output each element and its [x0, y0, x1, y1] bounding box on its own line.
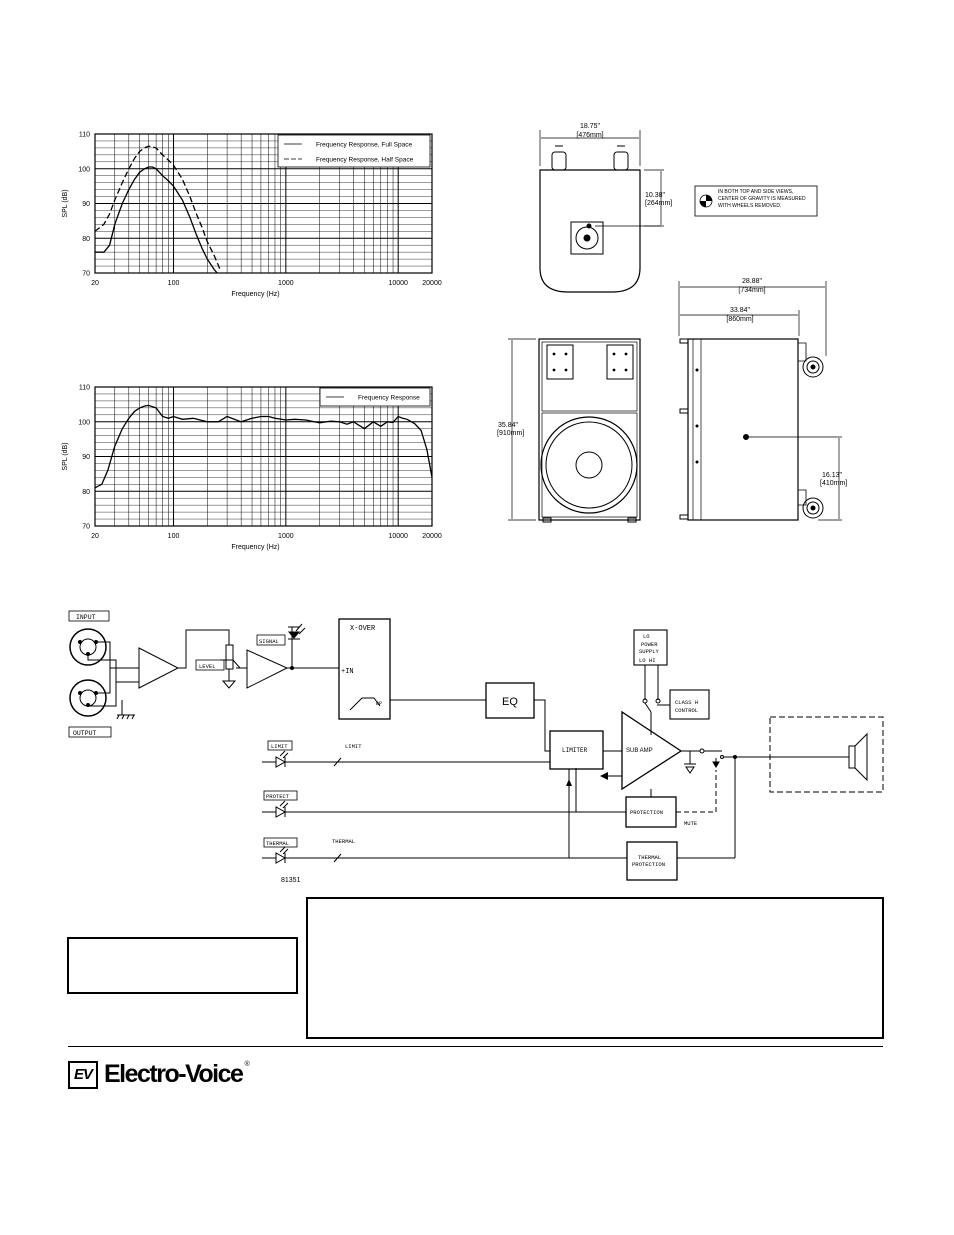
- legend-box: [277, 134, 431, 168]
- thermal-line-label: THERMAL: [332, 838, 355, 845]
- top-width-mm-label: [476mm]: [576, 132, 603, 139]
- eq-label: EQ: [502, 696, 518, 708]
- series-line-1: [95, 166, 219, 273]
- y-tick-label: 70: [82, 524, 90, 531]
- output-label: OUTPUT: [73, 730, 97, 737]
- side-body-label: 33.84": [730, 307, 751, 314]
- class-h-line-1: CLASS H: [675, 699, 698, 706]
- series-line-2: [95, 145, 221, 270]
- y-tick-label: 110: [79, 385, 90, 392]
- thermal-indicator-label: THERMAL: [266, 840, 289, 847]
- small-empty-box: [67, 937, 298, 994]
- y-tick-label: 90: [82, 201, 90, 208]
- side-view-drawing: [678, 281, 842, 521]
- x-tick-label: 10000: [388, 280, 408, 287]
- registered-mark: ®: [244, 1061, 250, 1068]
- cg-height-label: 16.13": [822, 472, 843, 479]
- limit-line-label: LIMIT: [345, 743, 362, 750]
- side-body-mm-label: [860mm]: [726, 316, 753, 323]
- side-overall-label: 28.88": [742, 278, 763, 285]
- legend-entry: Frequency Response: [358, 395, 420, 402]
- front-view-drawing: [508, 338, 641, 523]
- signal-label: SIGNAL: [259, 638, 279, 645]
- height-mm-label: [910mm]: [497, 430, 524, 437]
- bandpass-label: BP: [376, 701, 382, 707]
- sub-amp-label: SUB AMP: [626, 748, 653, 754]
- legend-entry: Frequency Response, Half Space: [316, 157, 414, 164]
- thermal-protection-line-2: PROTECTION: [632, 861, 665, 868]
- x-tick-label: 20000: [422, 533, 442, 540]
- plot-frame: [94, 133, 433, 274]
- side-overall-mm-label: [734mm]: [738, 287, 765, 294]
- series-line-1: [95, 404, 432, 489]
- legend-entry: Frequency Response, Full Space: [316, 142, 412, 149]
- xover-input-label: +IN: [341, 668, 354, 676]
- block-diagram-labels: INPUT OUTPUT LEVEL SIGNAL X-OVER +IN BP …: [68, 610, 698, 884]
- x-tick-label: 100: [168, 533, 180, 540]
- cg-note-line-1: IN BOTH TOP AND SIDE VIEWS,: [718, 189, 793, 195]
- footer-rule: [68, 1046, 883, 1047]
- thermal-protection-line-1: THERMAL: [638, 854, 661, 861]
- x-axis-label: Frequency (Hz): [231, 291, 279, 298]
- x-tick-label: 20000: [422, 280, 442, 287]
- power-supply-line-2: POWER: [641, 641, 658, 648]
- figure-number: 81351: [281, 877, 301, 884]
- y-tick-label: 80: [82, 236, 90, 243]
- input-label: INPUT: [76, 614, 96, 621]
- x-tick-label: 1000: [278, 533, 294, 540]
- front-view-labels: 35.84" [910mm]: [497, 422, 524, 437]
- limit-indicator-label: LIMIT: [271, 743, 288, 750]
- center-of-gravity-note: IN BOTH TOP AND SIDE VIEWS, CENTER OF GR…: [694, 185, 818, 217]
- mute-label: MUTE: [684, 820, 698, 827]
- x-tick-label: 10000: [388, 533, 408, 540]
- legend-box: [319, 387, 431, 407]
- x-axis-label: Frequency (Hz): [231, 544, 279, 551]
- x-tick-label: 100: [168, 280, 180, 287]
- level-label: LEVEL: [199, 663, 216, 670]
- limiter-label: LIMITER: [562, 747, 588, 754]
- plot-frame: [94, 386, 433, 527]
- y-tick-label: 100: [78, 419, 90, 426]
- signal-block-diagram: [69, 618, 884, 881]
- power-supply-line-1: LO: [643, 633, 650, 640]
- xover-label: X-OVER: [350, 625, 376, 633]
- top-view-drawing: [539, 130, 664, 293]
- y-tick-label: 100: [78, 166, 90, 173]
- x-tick-label: 20: [91, 533, 99, 540]
- cg-note-line-3: WITH WHEELS REMOVED.: [718, 203, 781, 209]
- y-axis-label: SPL (dB): [62, 189, 69, 217]
- brand-name: Electro-Voice: [104, 1060, 244, 1088]
- cg-height-mm-label: [410mm]: [820, 480, 847, 487]
- top-view-labels: 18.75" [476mm] 10.38" [264mm]: [576, 123, 672, 207]
- height-label: 35.84": [498, 422, 519, 429]
- y-tick-label: 70: [82, 271, 90, 278]
- top-width-label: 18.75": [580, 123, 601, 130]
- large-empty-box: [306, 897, 884, 1039]
- cg-from-top-label: 10.38": [645, 192, 666, 199]
- x-tick-label: 1000: [278, 280, 294, 287]
- y-tick-label: 80: [82, 489, 90, 496]
- power-supply-line-4: LO HI: [639, 657, 656, 664]
- power-supply-line-3: SUPPLY: [639, 648, 660, 655]
- protection-label: PROTECTION: [630, 809, 663, 816]
- class-h-line-2: CONTROL: [675, 707, 698, 714]
- electro-voice-logo: EV Electro-Voice ®: [68, 1060, 254, 1089]
- y-tick-label: 90: [82, 454, 90, 461]
- protect-indicator-label: PROTECT: [266, 793, 290, 800]
- cg-from-top-mm-label: [264mm]: [645, 200, 672, 207]
- y-tick-label: 110: [79, 132, 90, 139]
- y-axis-label: SPL (dB): [62, 442, 69, 470]
- side-view-labels: 28.88" [734mm] 33.84" [860mm] 16.13" [41…: [726, 278, 847, 487]
- ev-logo-mark: EV: [68, 1060, 98, 1089]
- x-tick-label: 20: [91, 280, 99, 287]
- cg-note-line-2: CENTER OF GRAVITY IS MEASURED: [718, 196, 806, 202]
